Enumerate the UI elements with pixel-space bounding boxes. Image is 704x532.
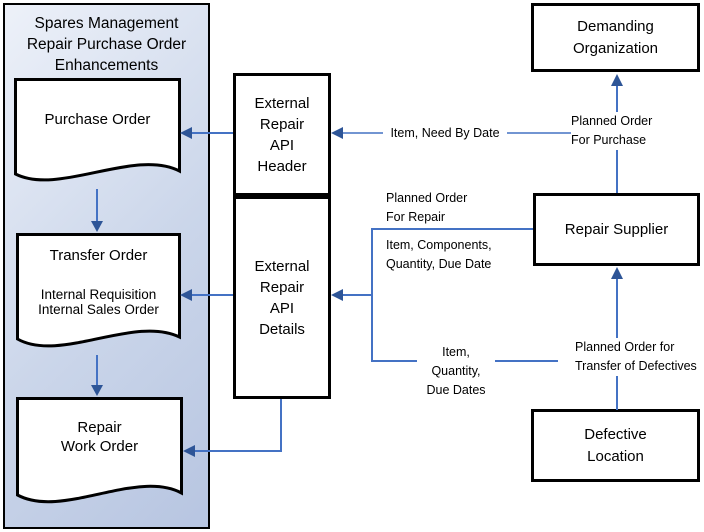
panel-title-line: Repair Purchase Order	[26, 36, 187, 53]
demanding-organization-box: Demanding Organization	[531, 3, 700, 72]
transfer-order-document: Transfer Order Internal Requisition Inte…	[16, 233, 181, 357]
repair-work-order-document: Repair Work Order	[16, 397, 183, 513]
label-item-components-quantity-due-date: Item, Components, Quantity, Due Date	[386, 236, 492, 274]
label-planned-order-transfer-of-defectives: Planned Order for Transfer of Defectives	[575, 338, 697, 376]
document-shape	[16, 397, 183, 504]
arrowhead-up-icon	[611, 267, 623, 279]
purchase-order-label: Purchase Order	[44, 111, 151, 128]
arrowhead-left-icon	[331, 289, 343, 301]
document-shape	[14, 78, 181, 182]
transfer-order-sublabels: Internal Requisition Internal Sales Orde…	[38, 287, 159, 317]
document-shape	[16, 233, 181, 348]
arrowhead-left-icon	[331, 127, 343, 139]
label-planned-order-for-purchase: Planned Order For Purchase	[571, 112, 653, 150]
arrowhead-up-icon	[611, 74, 623, 86]
repair-work-order-label: Repair Work Order	[60, 419, 139, 455]
transfer-order-label: Transfer Order	[49, 247, 148, 264]
label-item-quantity-due-dates: Item, Quantity, Due Dates	[417, 343, 495, 400]
repair-supplier-box: Repair Supplier	[533, 193, 700, 266]
purchase-order-document: Purchase Order	[14, 78, 181, 190]
panel-title-line: Enhancements	[54, 57, 159, 74]
label-item-need-by-date: Item, Need By Date	[383, 124, 507, 143]
external-repair-api-header-box: External Repair API Header	[233, 73, 331, 196]
panel-title: Spares Management Repair Purchase Order …	[5, 13, 208, 76]
defective-location-box: Defective Location	[531, 409, 700, 482]
external-repair-api-details-box: External Repair API Details	[233, 196, 331, 399]
panel-title-line: Spares Management	[34, 15, 179, 32]
label-planned-order-for-repair: Planned Order For Repair	[386, 189, 468, 227]
